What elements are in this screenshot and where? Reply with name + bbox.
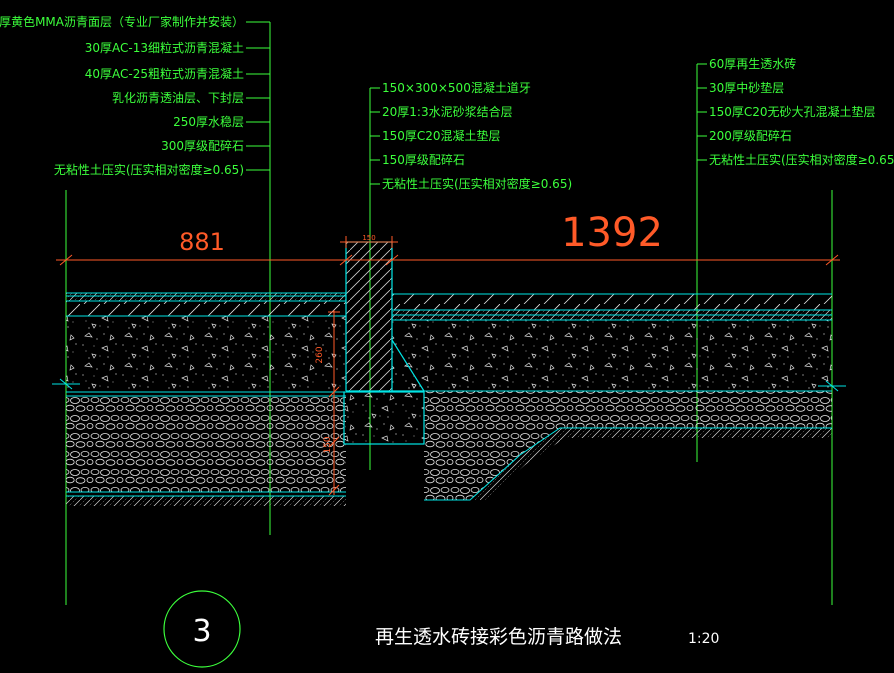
right-label: 150厚C20无砂大孔混凝土垫层 [709,104,876,119]
middle-label: 150厚级配碎石 [382,152,465,167]
right-label: 200厚级配碎石 [709,128,792,143]
left-label: 250厚水稳层 [173,114,244,129]
dim-left-width: 881 [179,228,225,256]
middle-layer-labels: 150×300×500混凝土道牙 20厚1:3水泥砂浆结合层 150厚C20混凝… [382,80,572,191]
left-label: 无粘性土压实(压实相对密度≥0.65) [54,162,244,177]
right-label: 无粘性土压实(压实相对密度≥0.65) [709,152,894,167]
drawing-scale: 1:20 [688,631,719,647]
dim-curb-width: 150 [362,234,375,242]
left-layer-labels: 3厚黄色MMA沥青面层（专业厂家制作并安装） 30厚AC-13细粒式沥青混凝土 … [0,14,244,177]
middle-label: 无粘性土压实(压实相对密度≥0.65) [382,176,572,191]
dim-curb-depth-2: 150 [323,436,333,453]
left-label: 300厚级配碎石 [161,138,244,153]
left-label: 30厚AC-13细粒式沥青混凝土 [85,40,244,55]
dimension-lines [56,236,840,496]
left-label: 乳化沥青透油层、下封层 [112,91,244,105]
right-label: 30厚中砂垫层 [709,80,784,95]
right-label: 60厚再生透水砖 [709,56,796,71]
left-label: 40厚AC-25粗粒式沥青混凝土 [85,66,244,81]
break-marks [52,378,846,392]
middle-label: 20厚1:3水泥砂浆结合层 [382,104,513,119]
dim-right-width: 1392 [561,210,663,256]
curb-stone [343,241,425,445]
detail-number-circle [163,590,241,668]
detail-number: 3 [192,614,211,649]
asphalt-pavement-section [66,292,346,506]
drawing-title: 再生透水砖接彩色沥青路做法 [375,626,622,648]
middle-label: 150厚C20混凝土垫层 [382,128,501,143]
middle-label: 150×300×500混凝土道牙 [382,80,531,95]
permeable-brick-section [392,293,832,501]
right-layer-labels: 60厚再生透水砖 30厚中砂垫层 150厚C20无砂大孔混凝土垫层 200厚级配… [709,56,894,167]
left-label: 3厚黄色MMA沥青面层（专业厂家制作并安装） [0,14,244,29]
dim-curb-depth-1: 260 [315,346,325,363]
